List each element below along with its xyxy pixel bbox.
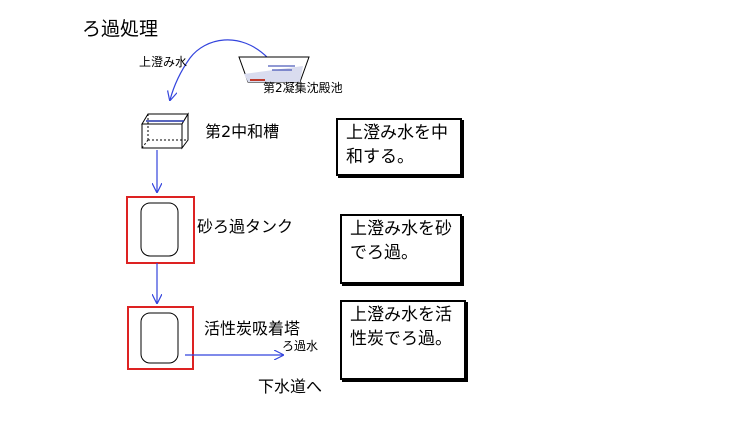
- carbon-adsorption-tower-icon: [127, 306, 194, 370]
- label-sand-filter-tank: 砂ろ過タンク: [197, 217, 294, 236]
- sedimentation-basin-icon: [238, 56, 310, 83]
- diagram-title: ろ過処理: [82, 18, 159, 40]
- note-sand-filtration: 上澄み水を砂でろ過。: [340, 214, 462, 284]
- label-neutralization-tank-2: 第2中和槽: [205, 122, 280, 141]
- label-filtered-water: ろ過水: [282, 339, 319, 353]
- label-carbon-adsorption-tower: 活性炭吸着塔: [204, 319, 301, 338]
- note-neutralize: 上澄み水を中和する。: [336, 118, 462, 176]
- label-supernatant: 上澄み水: [139, 55, 188, 69]
- neutralization-tank-icon: [141, 112, 189, 150]
- note-carbon-filtration: 上澄み水を活性炭でろ過。: [340, 300, 466, 380]
- label-to-sewer: 下水道へ: [258, 377, 323, 396]
- supernatant-flow-arrow: [170, 39, 269, 100]
- sand-filter-tank-icon: [126, 196, 195, 264]
- label-sedimentation-basin-2: 第2凝集沈殿池: [263, 81, 343, 95]
